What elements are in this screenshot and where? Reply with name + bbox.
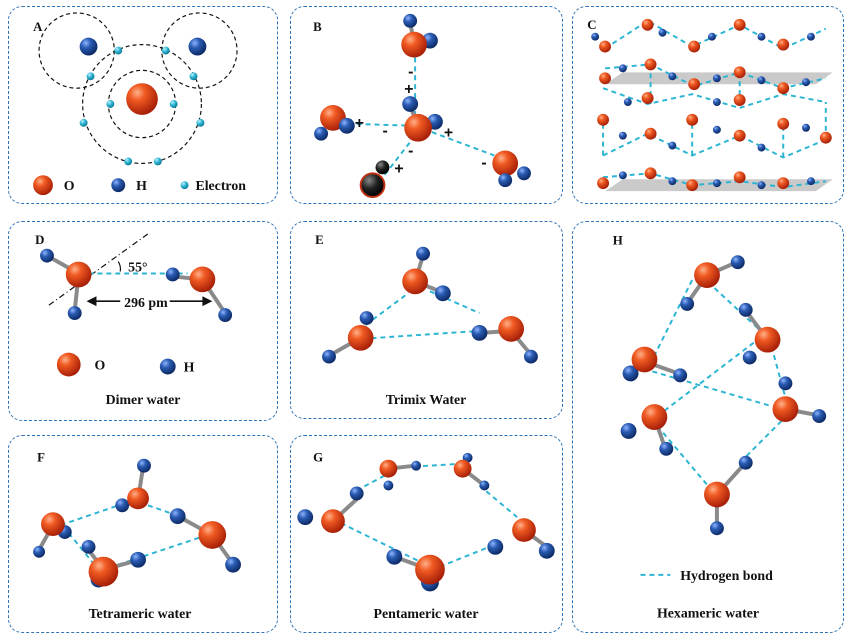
ice-lattice-hydrogen bbox=[591, 28, 815, 190]
panel-label: E bbox=[315, 233, 324, 247]
legend-hydrogen-bond-label: Hydrogen bond bbox=[680, 569, 773, 584]
legend-oxygen-icon bbox=[33, 175, 53, 196]
oxygen-atom bbox=[453, 459, 472, 478]
charge-sign: - bbox=[408, 63, 413, 80]
legend-oxygen-label: O bbox=[64, 178, 75, 193]
oxygen-atom bbox=[127, 487, 149, 510]
charge-sign: + bbox=[404, 81, 413, 98]
panel-c: C bbox=[572, 6, 844, 204]
oxygen-atom bbox=[498, 316, 525, 342]
legend-electron-icon bbox=[180, 181, 189, 190]
panel-h: H bbox=[572, 221, 844, 633]
ice-lattice-oxygen bbox=[597, 18, 832, 192]
legend-electron-label: Electron bbox=[195, 178, 246, 193]
charge-sign: + bbox=[355, 115, 364, 132]
oxygen-atom bbox=[401, 31, 427, 58]
panel-label: A bbox=[33, 20, 43, 34]
panel-a-diagram: A O H Electron bbox=[33, 12, 246, 196]
oxygen-atom bbox=[694, 262, 720, 289]
panel-caption: Hexameric water bbox=[657, 607, 759, 622]
oxygen-atom bbox=[198, 521, 227, 549]
panel-f: F Tetrameric water bbox=[8, 435, 278, 633]
panel-caption: Trimix Water bbox=[386, 392, 467, 407]
charge-sign: - bbox=[481, 154, 486, 171]
oxygen-atom bbox=[772, 396, 799, 423]
legend-oxygen-icon bbox=[56, 352, 81, 377]
legend-hydrogen-icon bbox=[111, 178, 126, 193]
oxygen-atom bbox=[189, 266, 216, 293]
oxygen-atom bbox=[402, 268, 428, 295]
panel-h-diagram: H bbox=[613, 233, 827, 622]
legend-hydrogen-label: H bbox=[184, 359, 195, 374]
panel-label: C bbox=[587, 18, 596, 32]
orbit bbox=[38, 12, 115, 89]
panel-a: A O H Electron bbox=[8, 6, 278, 204]
oxygen-distance: 296 pm bbox=[124, 295, 168, 310]
charge-sign: - bbox=[382, 123, 387, 140]
panel-g-diagram: G Pentameric water bbox=[297, 451, 555, 621]
panel-e: E Trimix Water bbox=[290, 221, 563, 419]
oxygen-atom bbox=[126, 83, 158, 115]
oxygen-atom bbox=[321, 509, 345, 534]
hydrogen-atom bbox=[79, 37, 98, 56]
panel-label: B bbox=[313, 20, 322, 34]
panel-g: G Pentameric water bbox=[290, 435, 563, 633]
bond-angle: 55° bbox=[128, 260, 147, 275]
oxygen-atom bbox=[379, 459, 398, 478]
charge-sign: + bbox=[394, 160, 403, 177]
panel-d-diagram: D 55° 296 pm O H Dimer water bbox=[35, 233, 233, 407]
oxygen-atom bbox=[415, 554, 445, 585]
oxygen-atom bbox=[65, 261, 92, 288]
panel-f-diagram: F Tetrameric water bbox=[33, 451, 241, 621]
oxygen-atom bbox=[641, 404, 668, 430]
panel-d: D 55° 296 pm O H Dimer water bbox=[8, 221, 278, 421]
panel-label: D bbox=[35, 233, 44, 247]
oxygen-atom bbox=[88, 556, 119, 587]
charge-sign: + bbox=[444, 125, 453, 142]
charge-sign: - bbox=[408, 142, 413, 159]
oxygen-atom bbox=[631, 346, 658, 373]
panel-caption: Dimer water bbox=[106, 392, 181, 407]
panel-label: G bbox=[313, 451, 323, 465]
panel-e-diagram: E Trimix Water bbox=[315, 233, 538, 407]
legend-hydrogen-icon bbox=[159, 358, 176, 375]
panel-caption: Pentameric water bbox=[374, 606, 479, 621]
legend-hydrogen-label: H bbox=[136, 178, 147, 193]
panel-label: H bbox=[613, 233, 623, 247]
oxygen-atom bbox=[404, 113, 432, 142]
orbit bbox=[82, 44, 202, 164]
panel-b: B - + + - + - + - bbox=[290, 6, 563, 204]
hydrogen-atom bbox=[188, 37, 207, 56]
legend-oxygen-label: O bbox=[94, 358, 105, 373]
panel-caption: Tetrameric water bbox=[89, 606, 192, 621]
oxygen-atom bbox=[41, 512, 65, 536]
panel-c-diagram: C bbox=[587, 18, 833, 192]
oxygen-atom bbox=[347, 324, 374, 351]
panel-label: F bbox=[37, 451, 45, 465]
panel-b-diagram: B - + + - + - + - bbox=[313, 13, 531, 199]
oxygen-atom bbox=[754, 326, 781, 353]
oxygen-atom bbox=[704, 481, 730, 508]
oxygen-atom bbox=[492, 150, 519, 177]
oxygen-atom bbox=[512, 518, 536, 542]
electrons bbox=[79, 46, 205, 166]
